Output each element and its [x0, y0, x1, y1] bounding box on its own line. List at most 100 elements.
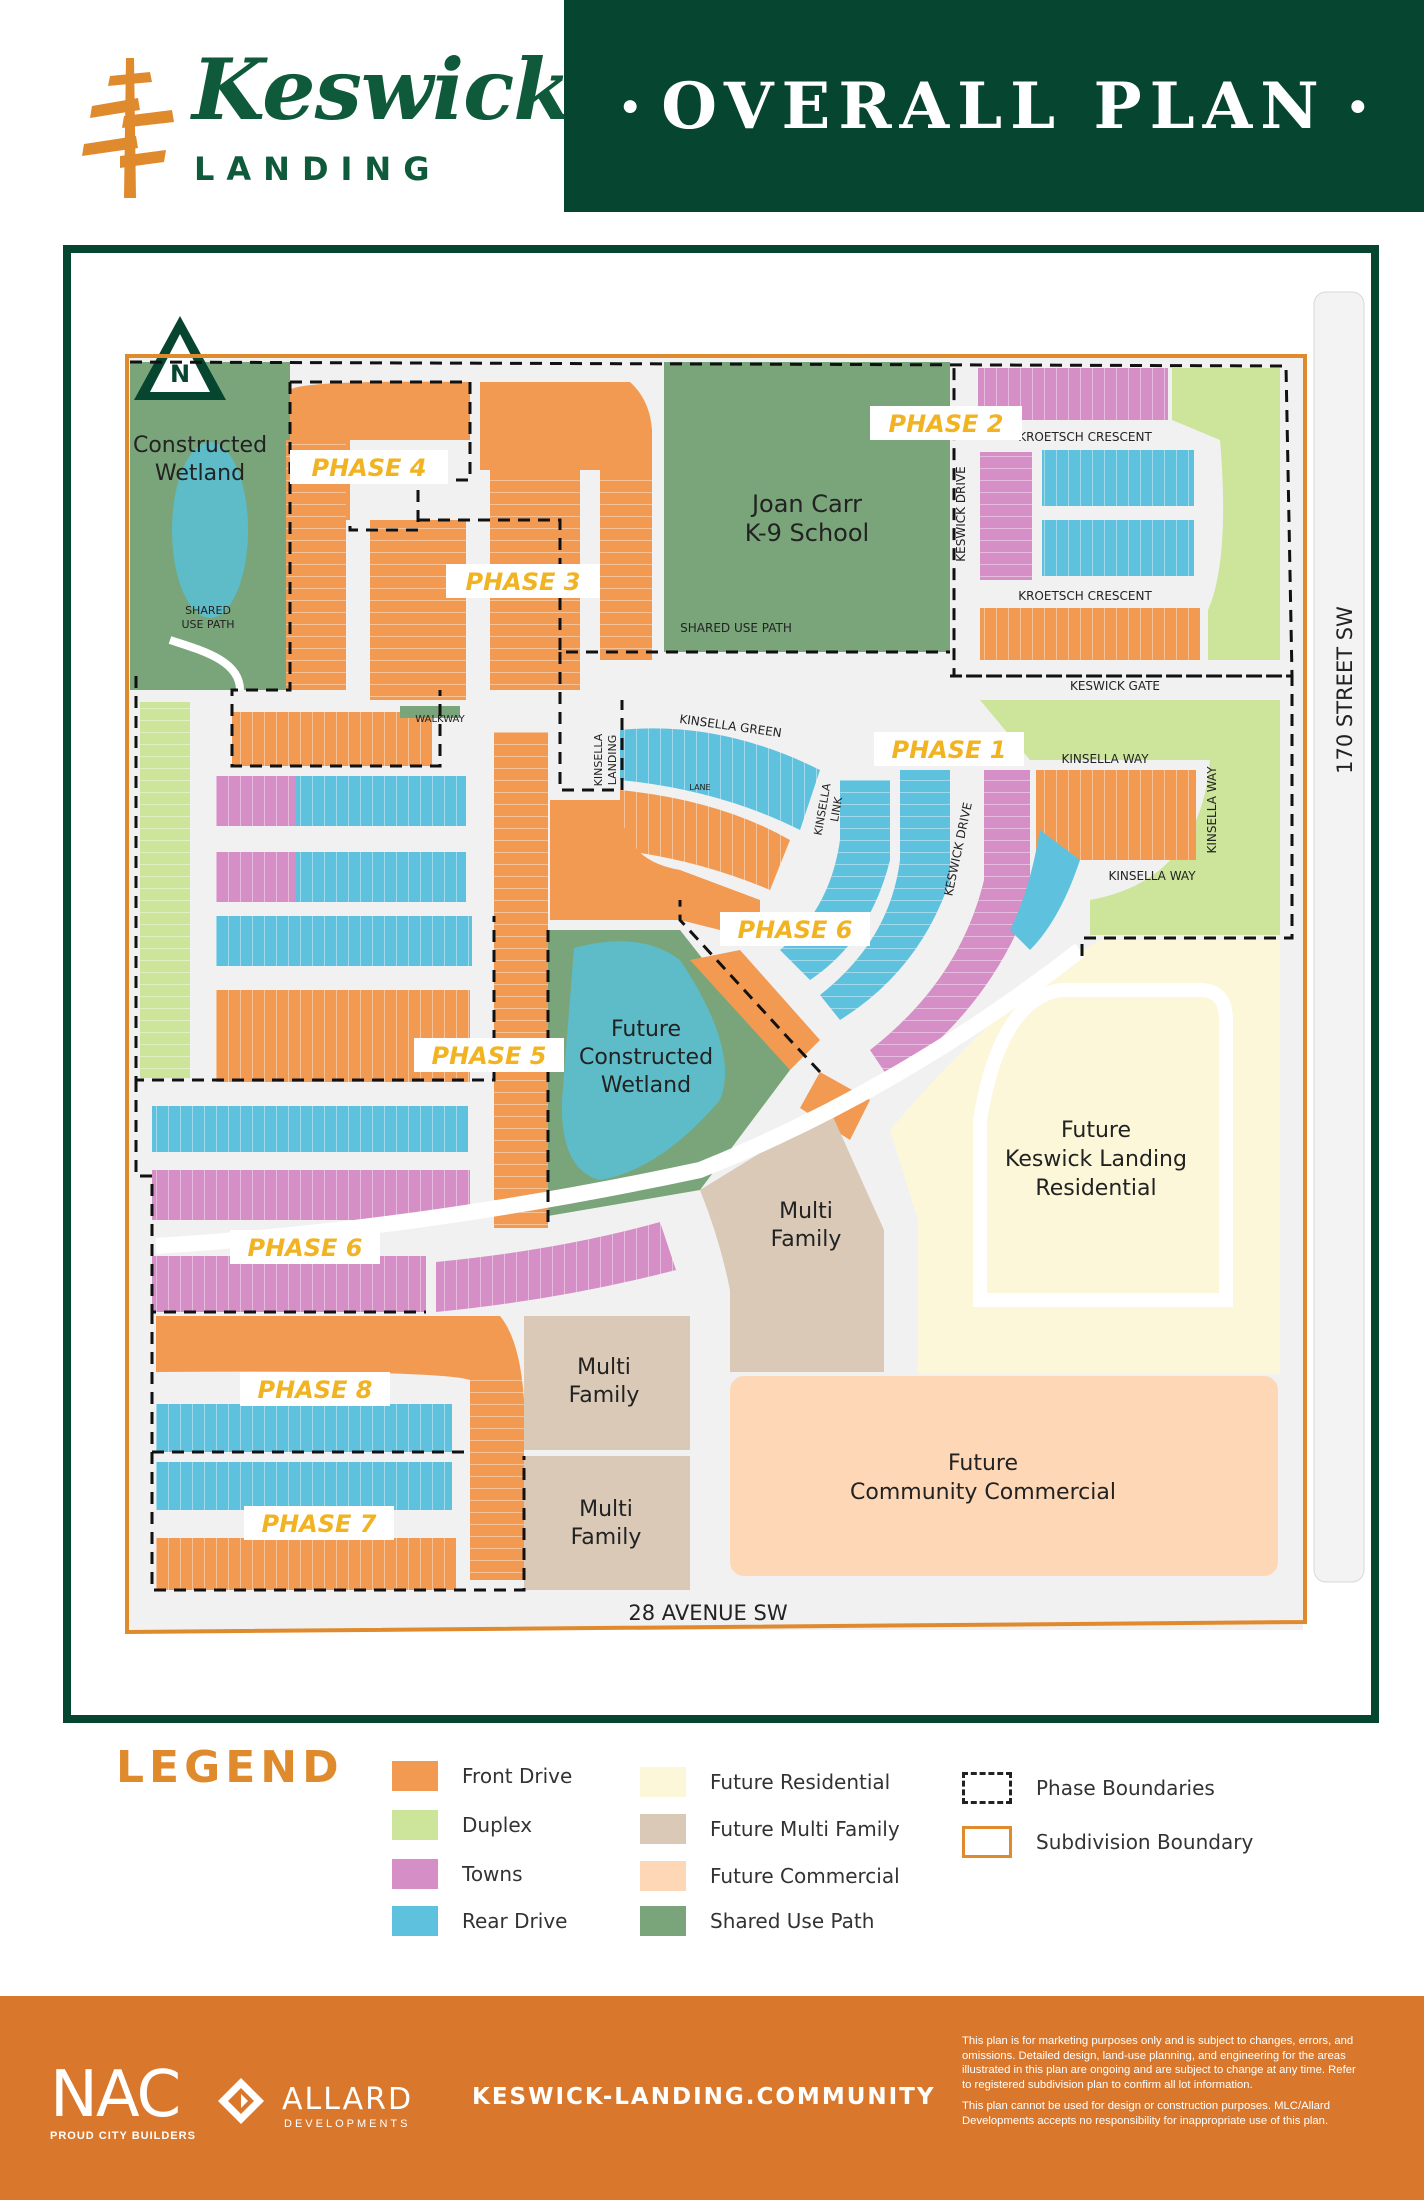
legend-item-future-multi-family: Future Multi Family	[640, 1814, 900, 1844]
legend-swatch	[962, 1826, 1012, 1858]
walkway-strip	[400, 706, 460, 718]
phase-1-label: PHASE 1	[892, 736, 1007, 764]
legend-swatch	[640, 1767, 686, 1797]
phase7-rear-lines	[156, 1462, 452, 1510]
phase6-towns-north-lines	[152, 1170, 470, 1220]
nac-tagline: PROUD CITY BUILDERS	[50, 2130, 196, 2142]
phase2-rear-north-lines	[1042, 450, 1194, 506]
multi-family-3-label-1: Multi	[779, 1199, 833, 1224]
legend-item-rear-drive: Rear Drive	[392, 1906, 567, 1936]
shared-use-path-school-label: SHARED USE PATH	[680, 621, 792, 635]
phase2-towns-west-lines	[980, 452, 1032, 580]
phase-7-label: PHASE 7	[262, 1510, 377, 1538]
legend-item-duplex: Duplex	[392, 1810, 532, 1840]
title-dot-left-icon: ●	[621, 89, 640, 122]
phase-label-3: PHASE 3	[446, 564, 600, 598]
legend-item-future-commercial: Future Commercial	[640, 1861, 900, 1891]
legend-swatch	[392, 1810, 438, 1840]
phase1-front-east-lines	[1036, 770, 1196, 860]
multi-family-1-label-2: Family	[569, 1383, 640, 1408]
phase-label-6-south: PHASE 6	[230, 1230, 380, 1264]
phase-6-south-label: PHASE 6	[248, 1234, 363, 1262]
constructed-wetland-label-2: Wetland	[155, 461, 245, 486]
future-residential-roads	[973, 983, 1233, 1307]
phase8-front-east-lines	[470, 1380, 524, 1580]
central-front-lots-lines	[620, 790, 790, 890]
phase-label-7: PHASE 7	[244, 1506, 394, 1540]
wetland-south-front-lots	[690, 950, 820, 1070]
multi-family-2	[524, 1456, 690, 1590]
phase-4-label: PHASE 4	[312, 454, 427, 482]
phase2-duplex-east	[1172, 368, 1280, 660]
west-rear-south-lines	[152, 1106, 468, 1152]
future-residential-label-1: Future	[1061, 1118, 1131, 1143]
west-row-1-lines	[216, 776, 466, 826]
future-wetland-label-3: Wetland	[601, 1073, 691, 1098]
legend-item-phase-boundaries: Phase Boundaries	[962, 1772, 1215, 1804]
future-commercial-area	[730, 1376, 1278, 1576]
legend-label: Rear Drive	[462, 1909, 568, 1933]
legend-item-towns: Towns	[392, 1859, 523, 1889]
legend-item-future-residential: Future Residential	[640, 1767, 890, 1797]
legend-swatch	[392, 1859, 438, 1889]
disclaimer: This plan is for marketing purposes only…	[962, 2034, 1366, 2135]
future-commercial-label-2: Community Commercial	[850, 1480, 1116, 1505]
future-residential-label-2: Keswick Landing	[1005, 1147, 1187, 1172]
phase-3-label: PHASE 3	[466, 568, 581, 596]
phase-6-north-label: PHASE 6	[738, 916, 853, 944]
legend-label: Shared Use Path	[710, 1909, 875, 1933]
keswick-gate-label: KESWICK GATE	[1070, 679, 1160, 693]
legend-swatch	[640, 1906, 686, 1936]
legend-swatch	[640, 1861, 686, 1891]
logo-wordmark: Keswick	[192, 40, 571, 139]
keswick-drive-towns-arc-lines	[870, 770, 1030, 1080]
phase6-towns-curve-lines	[436, 1222, 676, 1312]
legend-title: LEGEND	[116, 1742, 344, 1793]
phase-label-6-north: PHASE 6	[720, 912, 870, 946]
kroetsch-crescent-north-label: KROETSCH CRESCENT	[1018, 430, 1152, 444]
legend-label: Duplex	[462, 1813, 533, 1837]
site-plan-map: 170 STREET SW Constructed Wetland SHARED…	[125, 291, 1365, 1635]
kinsella-link-label-2: LINK	[828, 795, 845, 822]
title-dot-right-icon: ●	[1348, 89, 1367, 122]
tree-logo-icon	[82, 58, 174, 198]
multi-family-1-label-1: Multi	[577, 1355, 631, 1380]
phase-label-8: PHASE 8	[240, 1372, 390, 1406]
phase-5-label: PHASE 5	[432, 1042, 547, 1070]
wetland-path	[168, 636, 244, 691]
legend-swatch	[640, 1814, 686, 1844]
kinsella-way-east-label: KINSELLA WAY	[1205, 766, 1219, 854]
phase4-lots-inner-lines	[370, 520, 466, 700]
lane-label: LANE	[689, 783, 710, 792]
multi-family-1	[524, 1316, 690, 1450]
west-row-2-lines	[216, 852, 466, 902]
website-link[interactable]: KESWICK-LANDING.COMMUNITY	[472, 2084, 936, 2110]
phase2-front-south-lines	[980, 608, 1200, 660]
phase-8-label: PHASE 8	[258, 1376, 373, 1404]
street-170-road	[1313, 291, 1365, 1583]
future-residential-area	[890, 940, 1280, 1374]
phase-label-4: PHASE 4	[290, 450, 448, 484]
logo-area: Keswick LANDING	[0, 0, 571, 212]
allard-tagline: DEVELOPMENTS	[284, 2118, 411, 2130]
legend-swatch	[962, 1772, 1012, 1804]
legend-label: Phase Boundaries	[1036, 1776, 1215, 1800]
future-commercial-label-1: Future	[948, 1451, 1018, 1476]
phase4-lots-east-lines	[600, 470, 652, 660]
legend-swatch	[392, 1906, 438, 1936]
phase2-rear-south-lines	[1042, 520, 1194, 576]
phase1-rear-arc	[1010, 830, 1080, 950]
avenue-28-label: 28 AVENUE SW	[628, 1601, 787, 1625]
multi-family-2-label-1: Multi	[579, 1497, 633, 1522]
page-title: OVERALL PLAN	[661, 68, 1327, 144]
west-duplex-strip-lines	[140, 702, 190, 1078]
disclaimer-paragraph-2: This plan cannot be used for design or c…	[962, 2100, 1330, 2127]
multi-family-2-label-2: Family	[571, 1525, 642, 1550]
kroetsch-crescent-south-label: KROETSCH CRESCENT	[1018, 589, 1152, 603]
phase5-front-spine-lines	[494, 732, 548, 1228]
allard-logo: ALLARD	[282, 2082, 414, 2117]
legend-label: Future Residential	[710, 1770, 891, 1794]
constructed-wetland-label-1: Constructed	[133, 433, 267, 458]
legend-label: Towns	[462, 1862, 523, 1886]
allard-logo-icon	[218, 2078, 264, 2124]
